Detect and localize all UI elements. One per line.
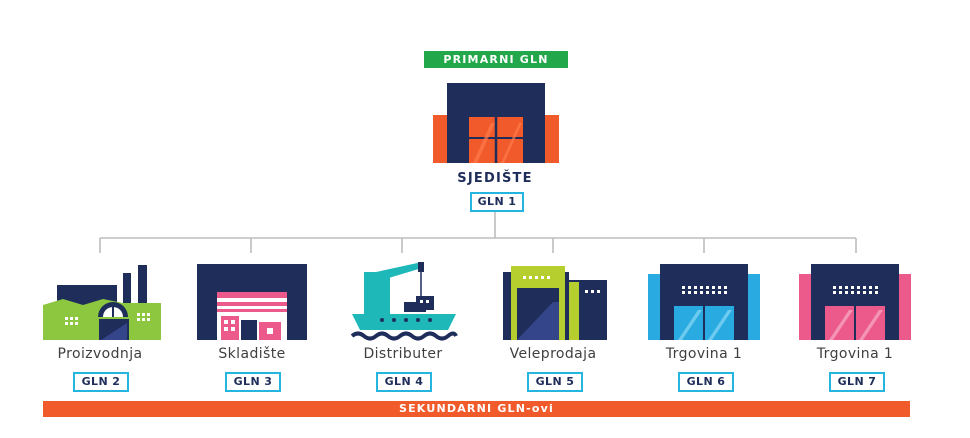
- location-label-warehouse: Skladište: [218, 346, 286, 362]
- gln-5-badge: GLN 5: [527, 372, 583, 392]
- wholesale-building-icon: [503, 266, 607, 340]
- location-label-store-1: Trgovina 1: [665, 346, 743, 362]
- factory-icon: [43, 265, 161, 340]
- gln-6-badge: GLN 6: [678, 372, 734, 392]
- gln-2-badge: GLN 2: [73, 372, 129, 392]
- store-blue-icon: [648, 264, 760, 340]
- warehouse-icon: [197, 264, 307, 340]
- gln-7-badge: GLN 7: [829, 372, 885, 392]
- headquarters-label: SJEDIŠTE: [457, 171, 533, 186]
- gln-3-badge: GLN 3: [225, 372, 281, 392]
- secondary-gln-bar: SEKUNDARNI GLN-ovi: [43, 401, 910, 417]
- gln-1-badge: GLN 1: [470, 192, 524, 212]
- location-label-distributor: Distributer: [363, 346, 443, 362]
- store-pink-icon: [799, 264, 911, 340]
- primary-gln-badge: PRIMARNI GLN: [424, 51, 568, 68]
- location-label-production: Proizvodnja: [57, 346, 143, 362]
- headquarters-building-icon: [433, 83, 559, 163]
- gln-4-badge: GLN 4: [376, 372, 432, 392]
- ship-crane-icon: [350, 262, 458, 341]
- location-label-store-2: Trgovina 1: [816, 346, 894, 362]
- location-label-wholesale: Veleprodaja: [509, 346, 597, 362]
